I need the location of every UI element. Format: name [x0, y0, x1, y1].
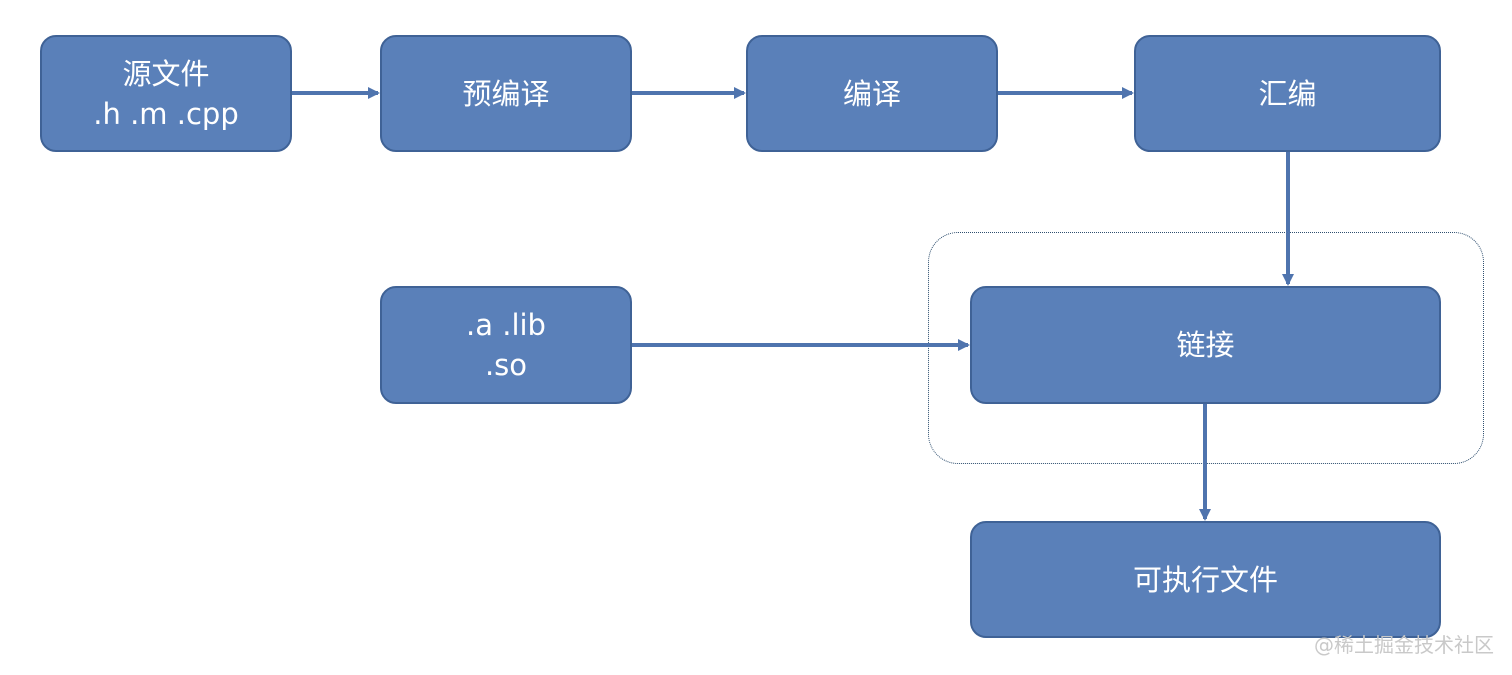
compile-node: 编译: [746, 35, 998, 152]
preprocess-label: 预编译: [462, 76, 550, 111]
link-node: 链接: [970, 286, 1441, 404]
link-label: 链接: [1176, 328, 1235, 362]
watermark: @稀土掘金技术社区: [1314, 633, 1494, 657]
source-files-node: 源文件 .h .m .cpp: [40, 35, 292, 152]
library-extensions-line2: .so: [484, 348, 528, 382]
assemble-label: 汇编: [1258, 76, 1317, 111]
source-file-extensions: .h .m .cpp: [93, 96, 239, 131]
compile-label: 编译: [842, 76, 901, 111]
libraries-node: .a .lib .so: [380, 286, 632, 404]
source-files-label: 源文件: [122, 56, 210, 91]
executable-node: 可执行文件: [970, 521, 1441, 638]
executable-label: 可执行文件: [1132, 562, 1278, 597]
preprocess-node: 预编译: [380, 35, 632, 152]
assemble-node: 汇编: [1134, 35, 1441, 152]
library-extensions-line1: .a .lib: [466, 308, 546, 342]
